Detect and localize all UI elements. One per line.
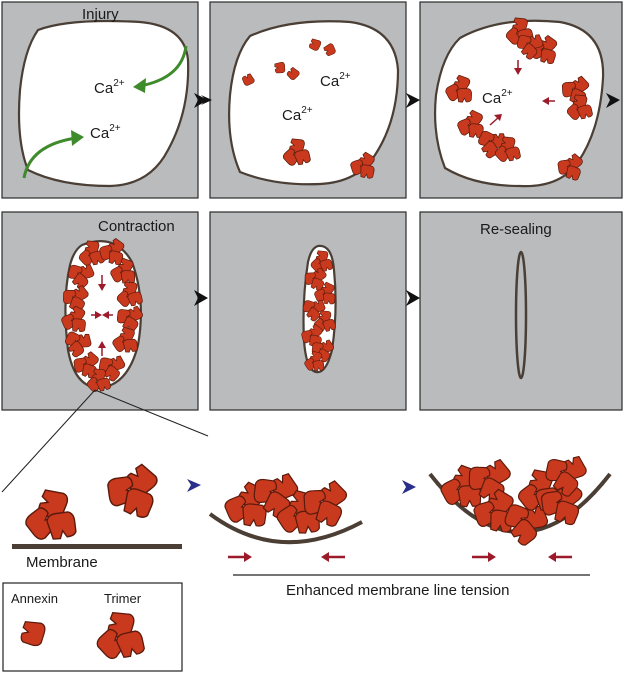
calcium-label: Ca2+ <box>482 88 513 107</box>
calcium-symbol: Ca <box>94 80 114 97</box>
force-arrowhead <box>488 552 496 562</box>
zoom-line <box>1 389 96 493</box>
flat-membrane <box>12 544 182 549</box>
calcium-label-top: Ca2+ <box>94 78 125 97</box>
step-arrow <box>196 95 212 105</box>
annexin-trimer <box>95 451 173 528</box>
calcium-label-top: Ca2+ <box>320 71 351 90</box>
force-arrowhead <box>494 114 502 121</box>
force-arrowhead <box>95 311 102 319</box>
membrane-label: Membrane <box>26 554 98 571</box>
calcium-symbol: Ca <box>482 90 502 107</box>
legend-annexin-label: Annexin <box>11 591 58 606</box>
step-arrow <box>606 93 620 108</box>
force-arrowhead <box>244 552 252 562</box>
force-arrowhead <box>102 311 109 319</box>
calcium-charge: 2+ <box>501 88 513 99</box>
calcium-charge: 2+ <box>339 71 351 82</box>
legend-trimer-label: Trimer <box>104 591 142 606</box>
blue-step-arrow <box>402 480 416 494</box>
step-arrow <box>406 93 420 108</box>
curved-membrane <box>208 512 363 545</box>
calcium-charge: 2+ <box>113 78 125 89</box>
calcium-symbol: Ca <box>320 73 340 90</box>
force-arrowhead <box>542 97 549 105</box>
panel-resealing <box>419 211 623 411</box>
calcium-label-bottom: Ca2+ <box>90 123 121 142</box>
sealed-membrane <box>514 250 528 380</box>
calcium-symbol: Ca <box>90 125 110 142</box>
step-arrow <box>194 290 208 306</box>
force-arrowhead <box>514 68 522 75</box>
step-arrow <box>406 290 420 306</box>
zoom-line <box>94 389 209 437</box>
contraction-label: Contraction <box>98 218 175 235</box>
force-arrowhead <box>548 552 556 562</box>
force-arrowhead <box>321 552 329 562</box>
resealing-label: Re-sealing <box>480 221 552 238</box>
annexin-trimer <box>21 487 83 546</box>
step-arrow <box>194 93 208 108</box>
calcium-influx-arrow <box>139 45 188 88</box>
calcium-charge: 2+ <box>109 123 121 134</box>
calcium-influx-arrowhead <box>133 78 146 93</box>
calcium-influx-arrowhead <box>71 130 84 146</box>
membrane-hole <box>17 19 190 188</box>
calcium-label-mid: Ca2+ <box>282 105 313 124</box>
force-arrowhead <box>98 341 106 348</box>
injury-label: Injury <box>82 6 119 23</box>
calcium-influx-arrow <box>22 136 77 179</box>
calcium-symbol: Ca <box>282 107 302 124</box>
tension-label: Enhanced membrane line tension <box>286 582 509 599</box>
blue-step-arrow <box>187 479 201 492</box>
calcium-charge: 2+ <box>301 105 313 116</box>
force-arrowhead <box>98 284 106 291</box>
